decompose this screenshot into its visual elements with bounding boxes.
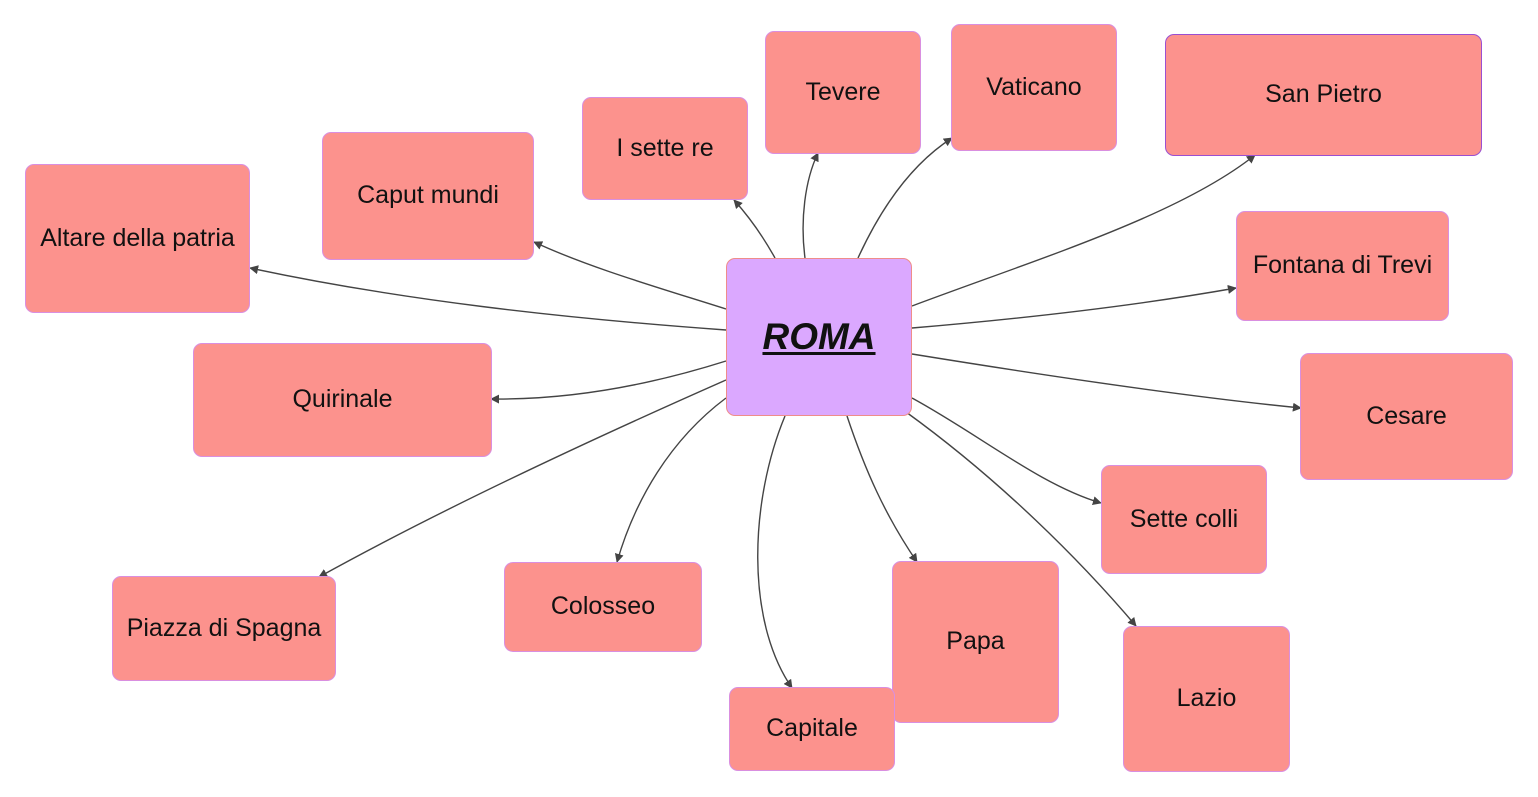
- node-label: Vaticano: [986, 73, 1082, 101]
- node-tevere[interactable]: Tevere: [765, 31, 921, 154]
- node-fontana-di-trevi[interactable]: Fontana di Trevi: [1236, 211, 1449, 321]
- node-label: Sette colli: [1129, 504, 1239, 533]
- node-label: Cesare: [1366, 401, 1447, 430]
- edge-lazio: [905, 411, 1137, 627]
- node-roma-label: ROMA: [762, 315, 876, 357]
- edge-tevere: [802, 152, 819, 259]
- edge-capitale: [757, 415, 793, 689]
- node-label: Altare della patria: [40, 223, 235, 252]
- node-roma[interactable]: ROMA: [726, 258, 912, 416]
- edge-papa: [846, 415, 918, 563]
- node-colosseo[interactable]: Colosseo: [504, 562, 702, 652]
- node-sette-colli[interactable]: Sette colli: [1101, 465, 1267, 574]
- edge-colli: [911, 397, 1102, 506]
- edge-re: [733, 199, 776, 259]
- node-quirinale[interactable]: Quirinale: [193, 343, 492, 457]
- node-san-pietro[interactable]: San Pietro: [1165, 34, 1482, 156]
- node-label: Capitale: [766, 714, 858, 743]
- edge-quirinale: [490, 360, 727, 404]
- node-piazza-di-spagna[interactable]: Piazza di Spagna: [112, 576, 336, 681]
- node-label: Tevere: [805, 77, 881, 106]
- edge-colosseo: [614, 397, 727, 563]
- node-label: Piazza di Spagna: [126, 613, 322, 642]
- node-label: Lazio: [1176, 684, 1237, 713]
- node-label: Colosseo: [550, 592, 656, 621]
- node-altare-della-patria[interactable]: Altare della patria: [25, 164, 250, 313]
- edge-caput: [533, 241, 727, 310]
- node-papa[interactable]: Papa: [892, 561, 1059, 723]
- edge-cesare: [911, 353, 1302, 412]
- node-vaticano[interactable]: Vaticano: [951, 24, 1117, 151]
- edge-altare: [249, 265, 727, 331]
- node-label: Caput mundi: [357, 181, 499, 210]
- node-lazio[interactable]: Lazio: [1123, 626, 1290, 772]
- node-caput-mundi[interactable]: Caput mundi: [322, 132, 534, 260]
- edge-spagna: [318, 379, 727, 578]
- edge-vaticano: [857, 137, 953, 259]
- node-label: Fontana di Trevi: [1252, 251, 1433, 280]
- node-capitale[interactable]: Capitale: [729, 687, 895, 771]
- edge-trevi: [911, 284, 1237, 329]
- edge-sanpietro: [911, 154, 1256, 307]
- node-label: Papa: [946, 627, 1005, 656]
- node-label: Quirinale: [292, 385, 393, 414]
- node-cesare[interactable]: Cesare: [1300, 353, 1513, 480]
- node-label: San Pietro: [1265, 80, 1382, 109]
- node-label: I sette re: [616, 133, 714, 162]
- node-i-sette-re[interactable]: I sette re: [582, 97, 748, 200]
